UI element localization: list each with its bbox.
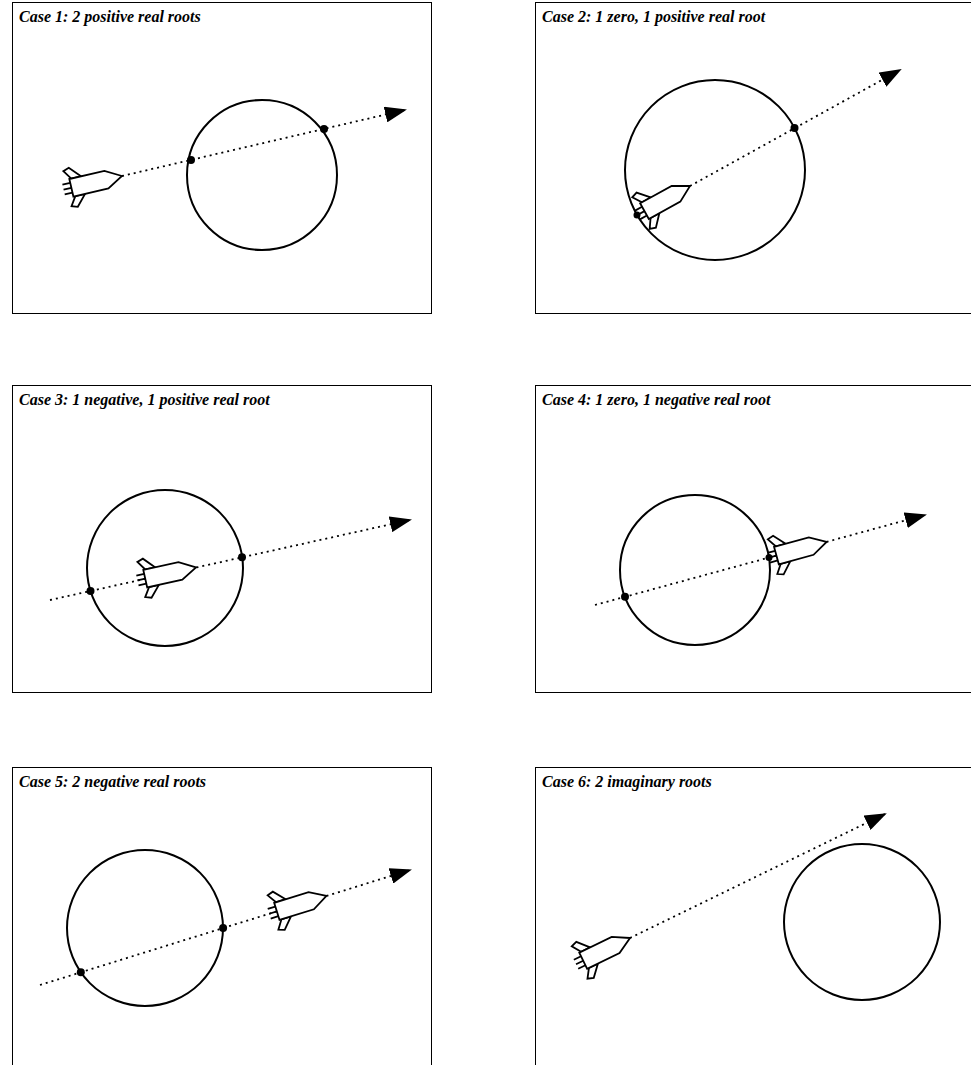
case-panel: Case 6: 2 imaginary roots <box>535 767 971 1065</box>
intersection-dot <box>87 587 95 595</box>
rocket-icon <box>133 548 200 600</box>
case-panel: Case 2: 1 zero, 1 positive real root <box>535 2 971 314</box>
case-panel: Case 3: 1 negative, 1 positive real root <box>12 385 432 693</box>
case-caption: Case 6: 2 imaginary roots <box>540 772 714 791</box>
case-caption: Case 4: 1 zero, 1 negative real root <box>540 390 772 409</box>
intersection-dot <box>238 553 246 561</box>
rocket-icon <box>628 168 700 232</box>
trajectory-line <box>122 110 405 176</box>
intersection-dot <box>320 125 328 133</box>
planet-circle <box>625 80 805 260</box>
rocket-icon <box>263 877 332 933</box>
intersection-dot <box>219 924 227 932</box>
trajectory-line <box>595 515 925 605</box>
planet-circle <box>87 490 243 646</box>
intersection-dot <box>791 124 799 132</box>
planet-circle <box>67 850 223 1006</box>
trajectory-line <box>40 870 410 985</box>
rocket-icon <box>763 523 831 577</box>
planet-circle <box>784 844 940 1000</box>
planet-circle <box>620 495 770 645</box>
rocket-icon <box>59 157 127 210</box>
case-panel: Case 5: 2 negative real roots <box>12 767 432 1065</box>
intersection-dot <box>187 156 195 164</box>
trajectory-line <box>50 520 410 600</box>
intersection-dot <box>766 554 773 561</box>
intersection-dot <box>77 968 85 976</box>
case-panel: Case 4: 1 zero, 1 negative real root <box>535 385 971 693</box>
trajectory-line <box>630 814 885 938</box>
case-caption: Case 3: 1 negative, 1 positive real root <box>17 390 272 409</box>
planet-circle <box>187 100 337 250</box>
intersection-dot <box>621 593 629 601</box>
case-caption: Case 1: 2 positive real roots <box>17 7 203 26</box>
trajectory-line <box>690 70 900 186</box>
case-caption: Case 2: 1 zero, 1 positive real root <box>540 7 767 26</box>
case-panel: Case 1: 2 positive real roots <box>12 2 432 314</box>
case-caption: Case 5: 2 negative real roots <box>17 772 208 791</box>
rocket-icon <box>567 920 638 982</box>
intersection-dot <box>634 212 641 219</box>
